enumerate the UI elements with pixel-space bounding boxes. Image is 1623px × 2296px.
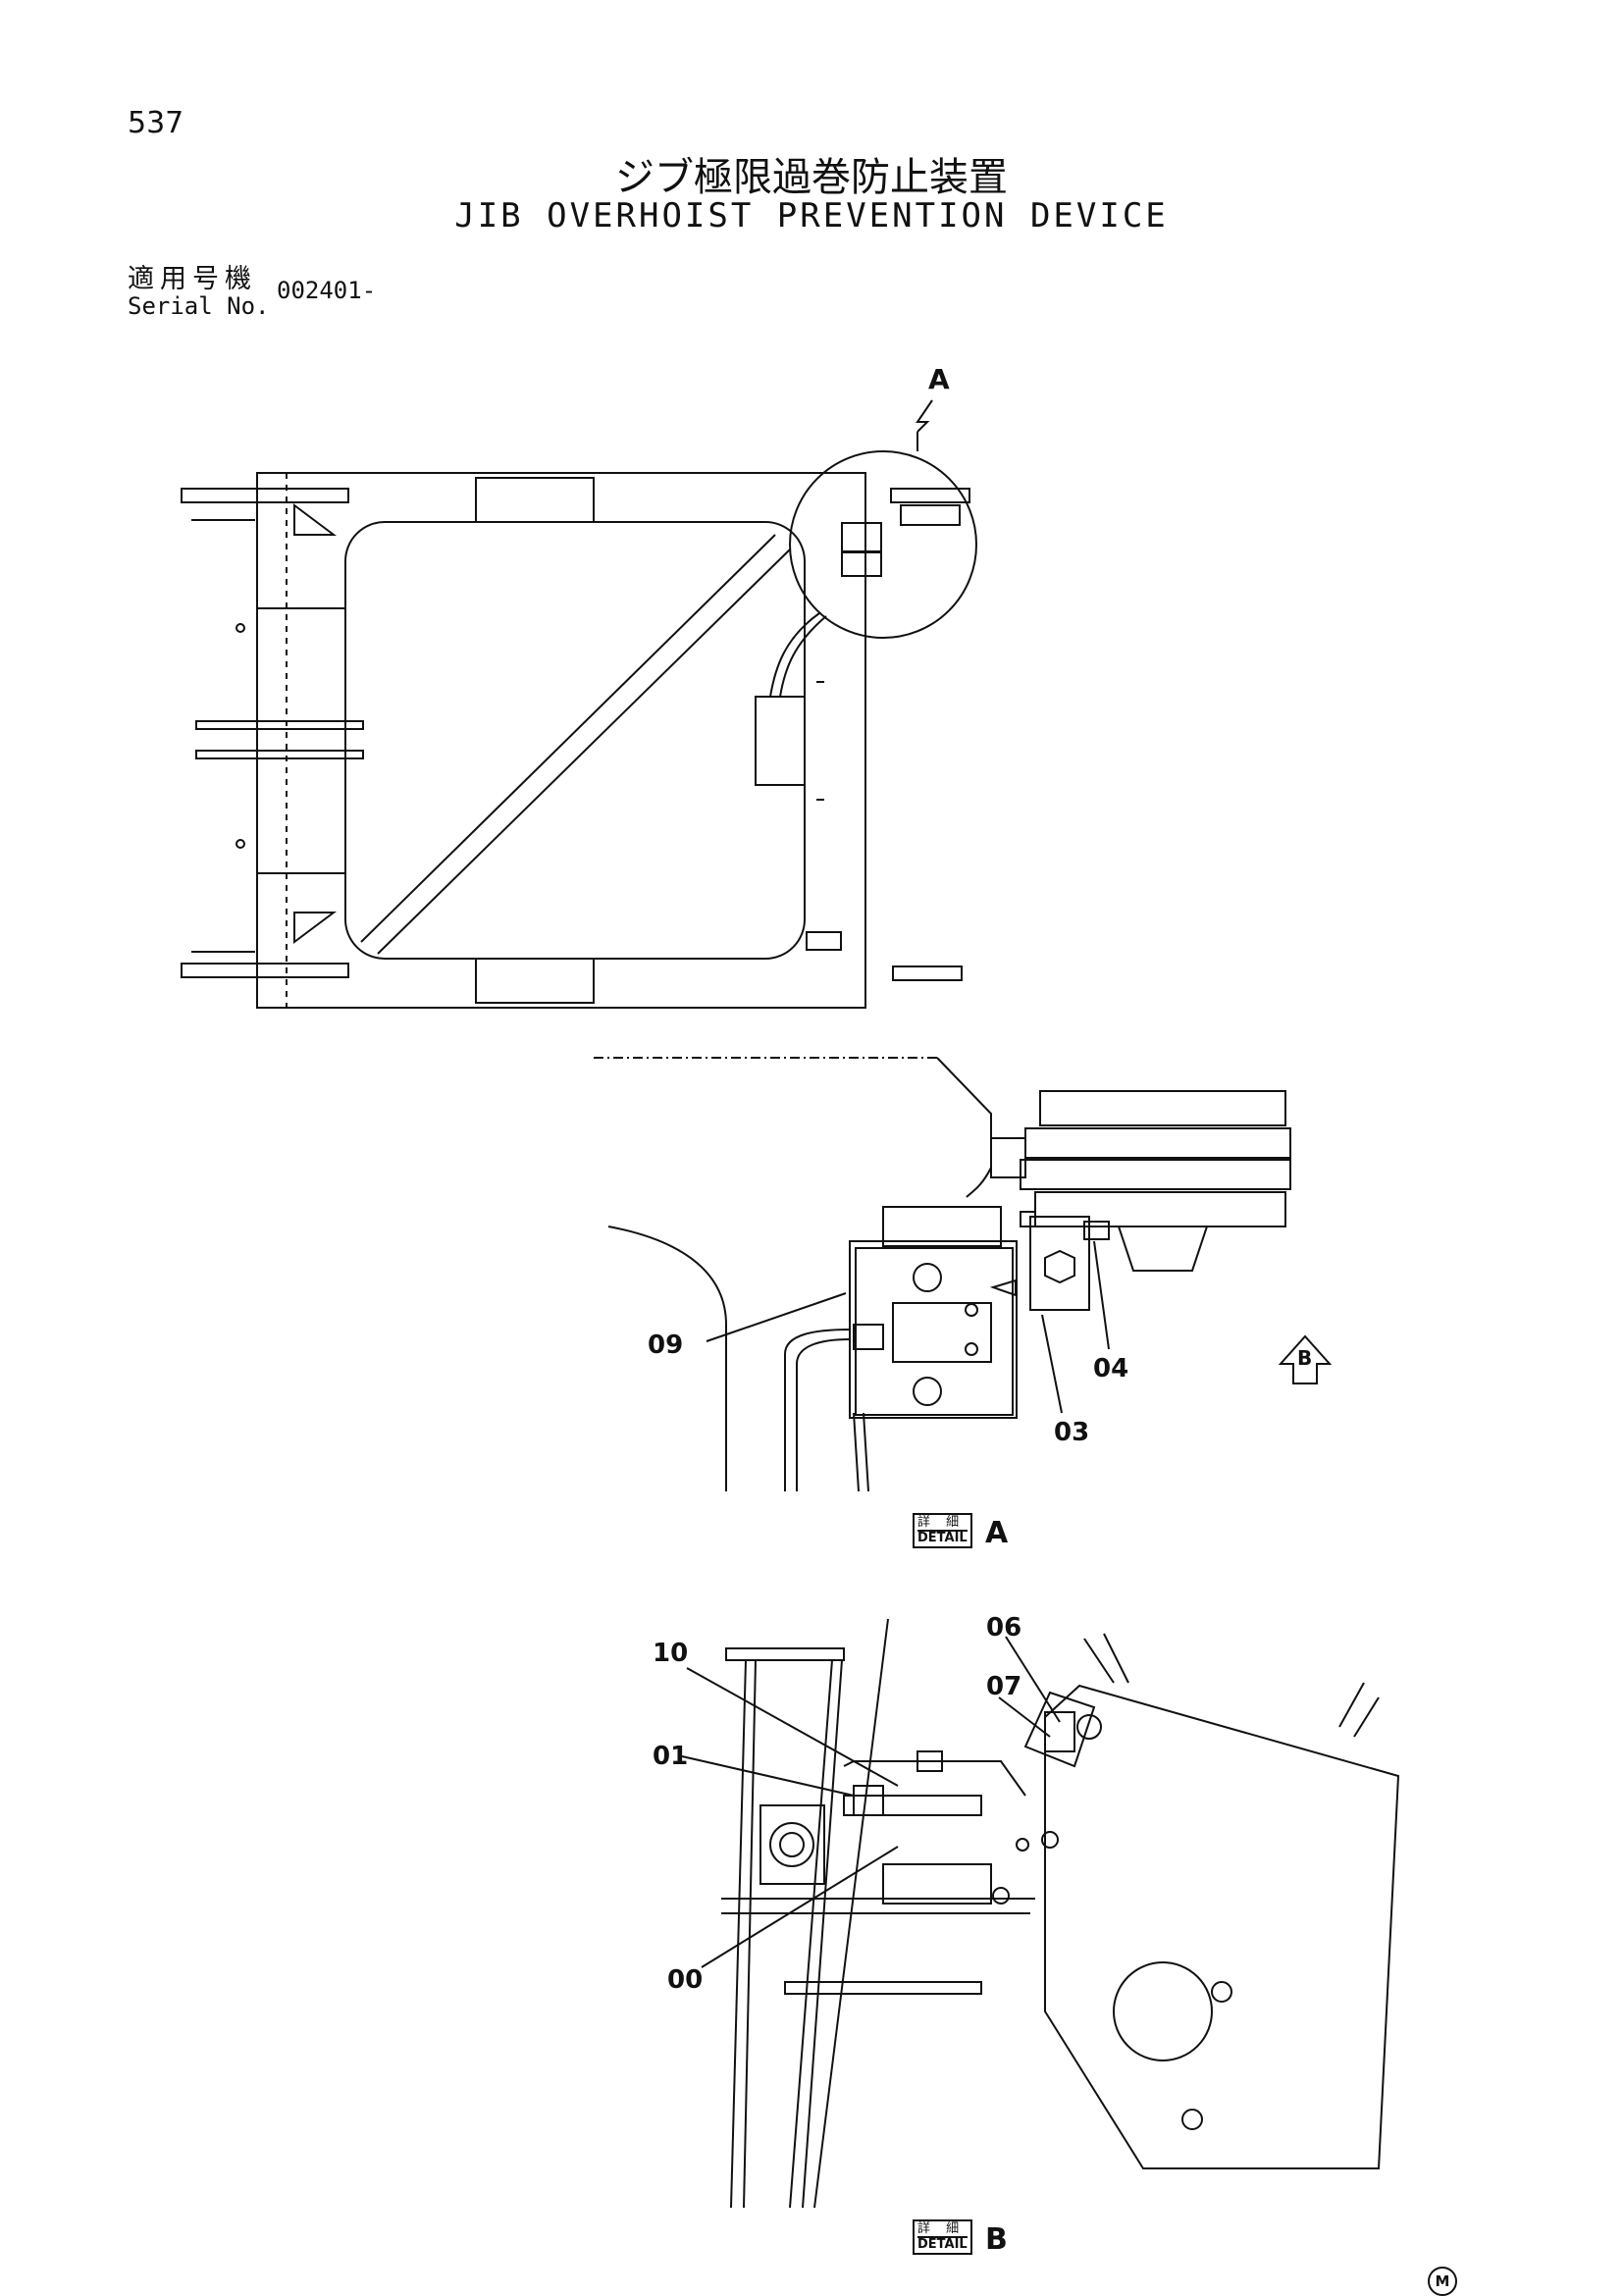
page-title-english: JIB OVERHOIST PREVENTION DEVICE [454,196,1169,235]
detail-a-letter: A [985,1516,1009,1550]
detail-a-label-en: DETAIL [917,1530,968,1545]
callout-07: 07 [986,1672,1022,1701]
detail-b-label-en: DETAIL [917,2236,968,2252]
view-arrow-b-letter: B [1297,1346,1313,1370]
callout-04: 04 [1093,1354,1129,1383]
serial-label-japanese: 適用号機 [128,264,257,294]
jib-frame-top-view [181,450,977,1009]
callout-06: 06 [986,1613,1022,1643]
corner-m-mark: M [1428,2267,1457,2296]
view-marker-a: A [928,363,950,395]
detail-a-drawing [594,1057,1333,1492]
detail-b-label: 詳 細 DETAIL [913,2219,972,2255]
callout-10: 10 [653,1639,689,1668]
callout-03: 03 [1054,1418,1090,1447]
page-title-japanese: ジブ極限過巻防止装置 [615,155,1008,200]
callout-00: 00 [667,1965,704,1995]
callout-09: 09 [648,1331,684,1360]
serial-label-english: Serial No. [128,292,270,320]
serial-number-value: 002401- [277,277,377,304]
detail-b-drawing [681,1618,1400,2209]
detail-a-label-jp: 詳 細 [917,1515,966,1530]
callout-01: 01 [653,1742,689,1771]
detail-b-letter: B [985,2222,1008,2257]
page-number: 537 [128,106,184,140]
view-arrow-a [916,399,933,451]
detail-a-label: 詳 細 DETAIL [913,1513,972,1548]
detail-b-label-jp: 詳 細 [917,2221,966,2236]
